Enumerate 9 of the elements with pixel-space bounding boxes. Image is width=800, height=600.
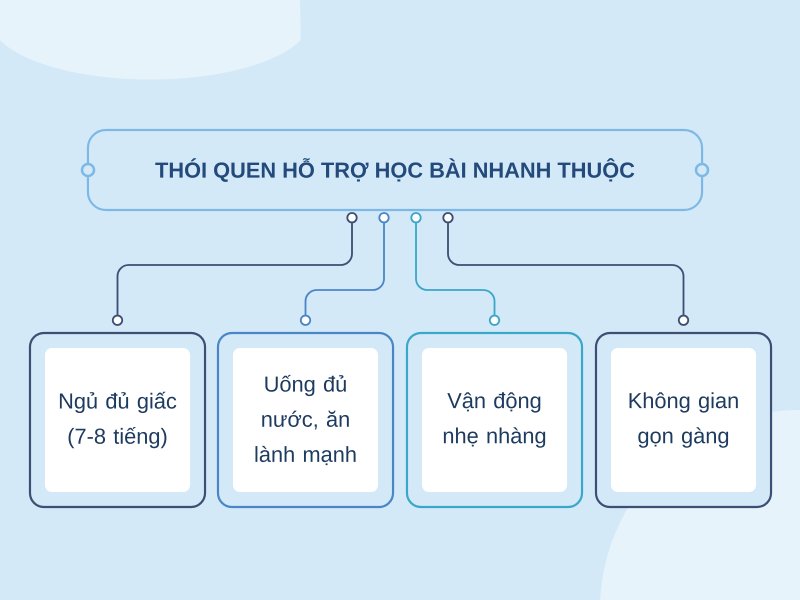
connector [112, 212, 358, 326]
card: Vận động nhẹ nhàng [406, 332, 584, 508]
card: Không gian gọn gàng [594, 332, 772, 508]
title-box: THÓI QUEN HỖ TRỢ HỌC BÀI NHANH THUỘC [80, 128, 710, 212]
card: Uống đủ nước, ăn lành mạnh [216, 332, 394, 508]
connector [300, 212, 390, 326]
card: Ngủ đủ giấc (7-8 tiếng) [28, 332, 206, 508]
connector [410, 212, 500, 326]
connector [442, 212, 690, 326]
